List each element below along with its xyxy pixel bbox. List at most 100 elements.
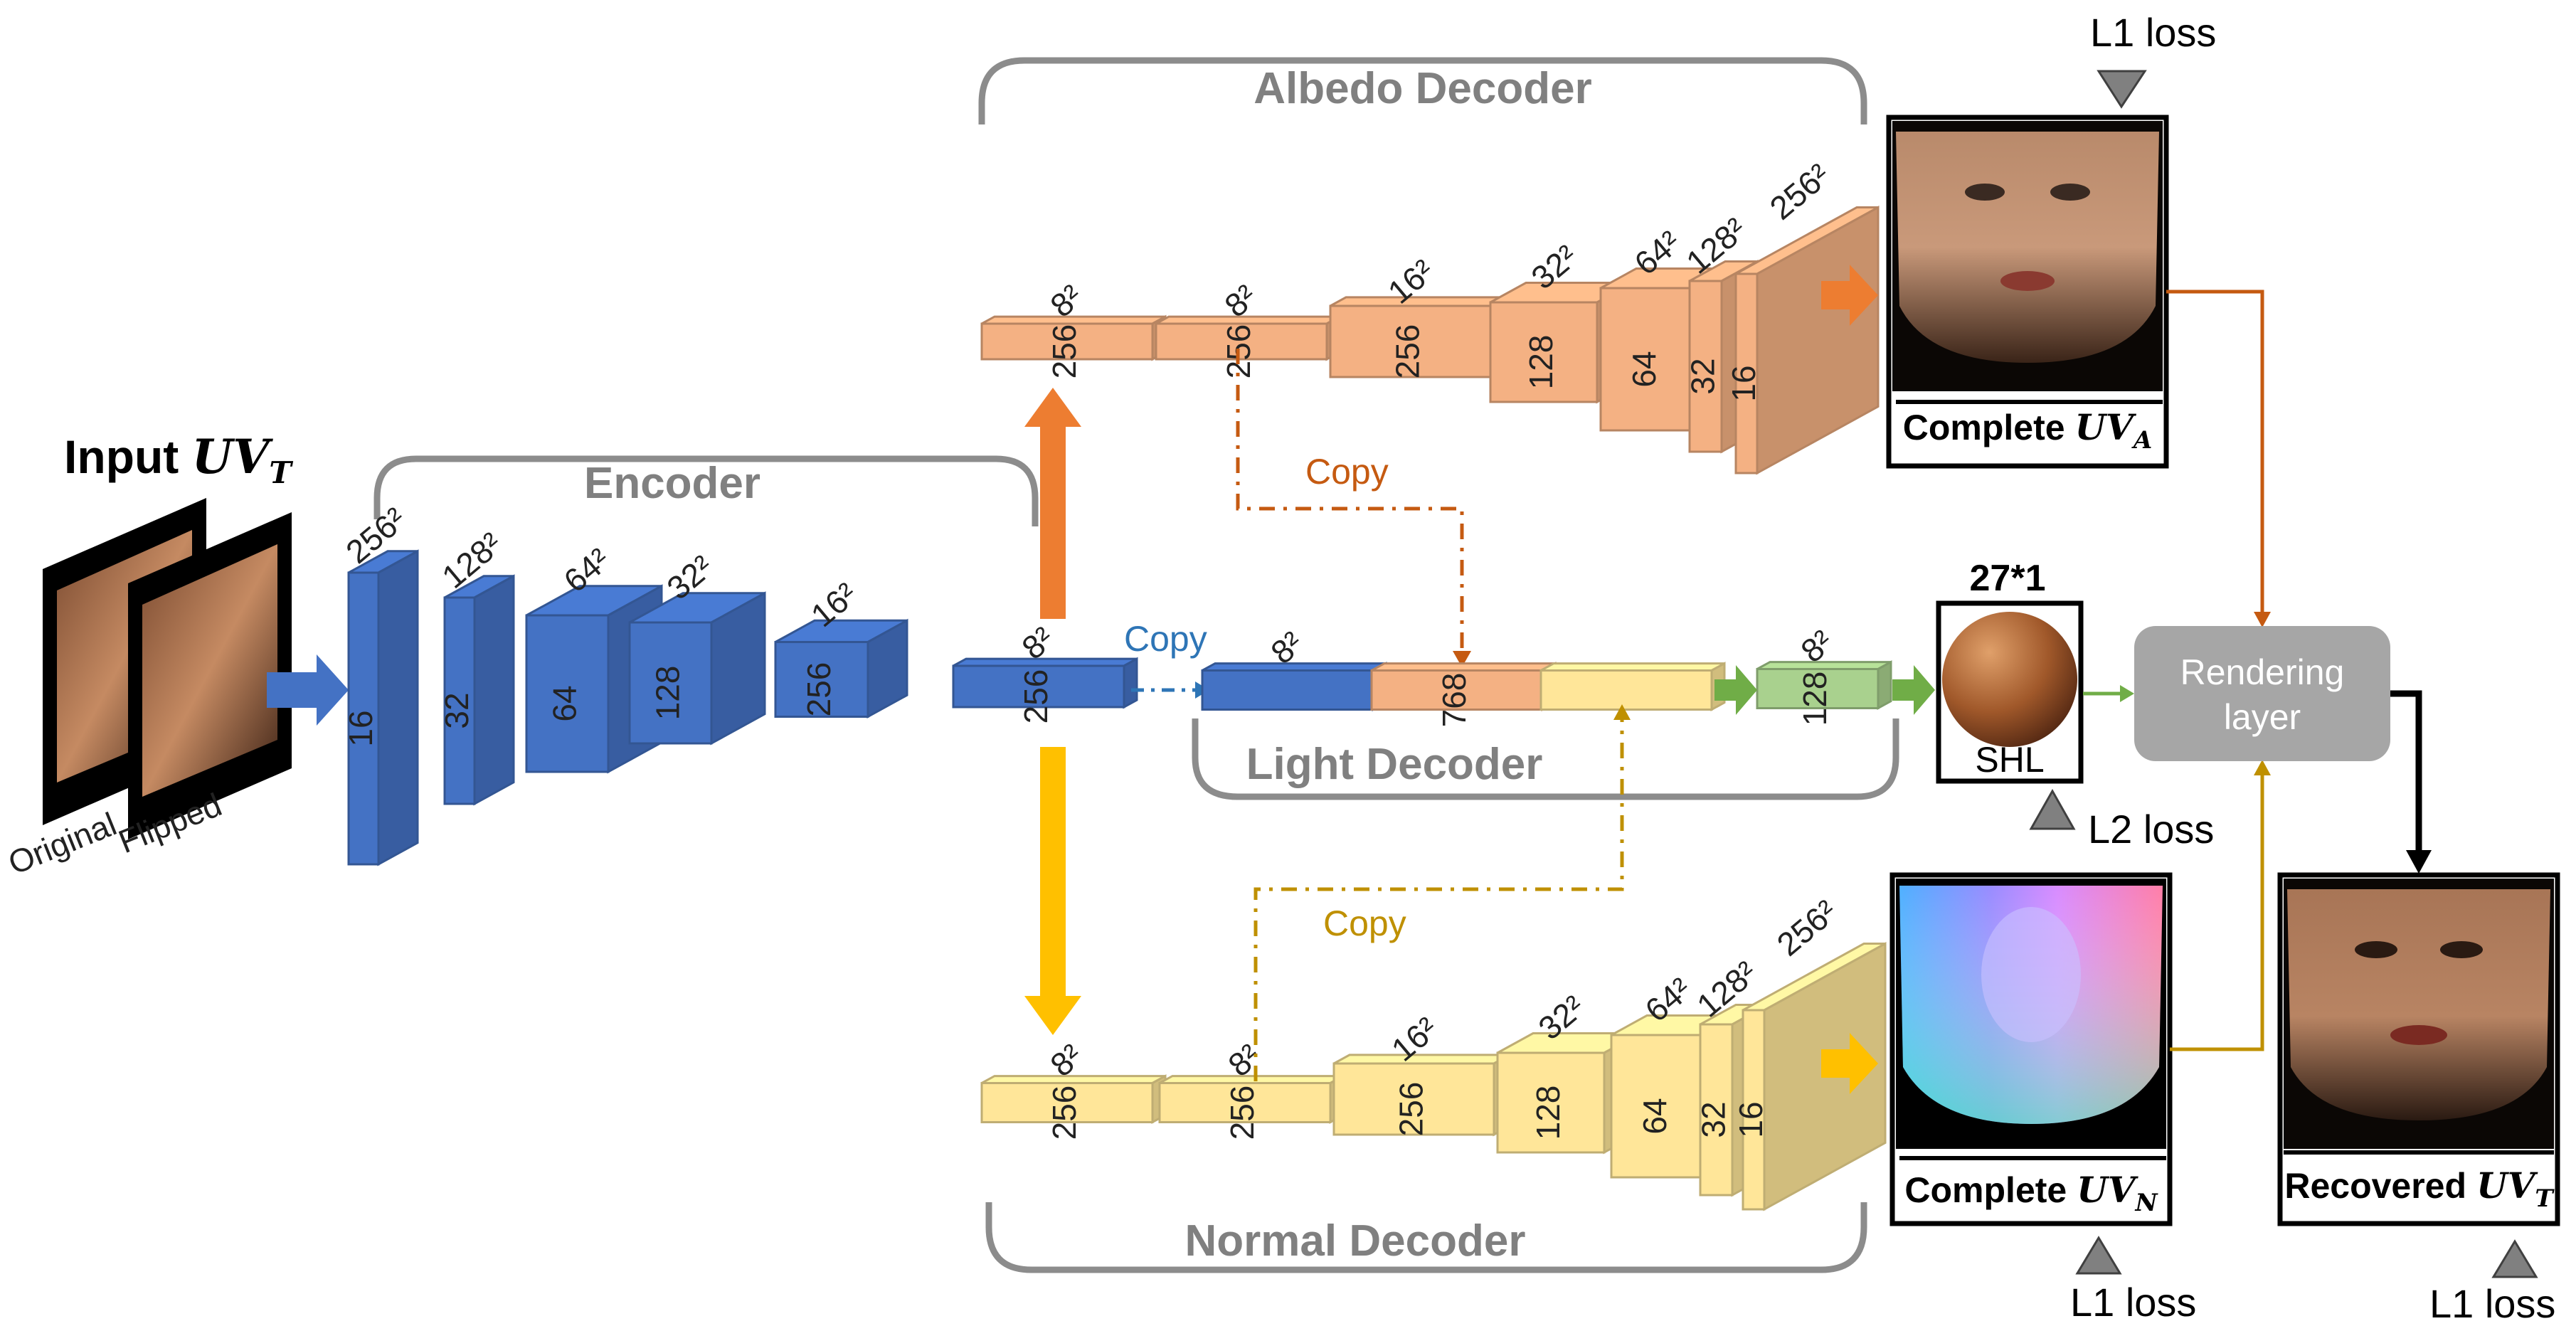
light-block-2	[1539, 662, 1726, 712]
albedo-output-label: Complete UVA	[1903, 406, 2153, 455]
albedo-channel-label: 256	[1046, 324, 1083, 379]
albedo-loss-triangle	[2097, 70, 2147, 109]
encoder-channel-label: 32	[438, 692, 475, 728]
normal-block-front	[980, 1082, 1154, 1123]
light-channel-label: 768	[1436, 673, 1473, 728]
albedo-to-rendering-line	[2166, 290, 2264, 615]
encoder-copy-label: Copy	[1124, 619, 1207, 659]
albedo-loss-label: L1 loss	[2090, 10, 2216, 55]
shl-panel: 27*1 SHL L2 loss	[1936, 558, 2214, 852]
light-block-side	[1877, 660, 1892, 711]
encoder-channel-label: 256	[800, 662, 837, 717]
recovered-output-label: Recovered UVT	[2284, 1165, 2555, 1213]
light-label: Light Decoder	[1246, 740, 1543, 789]
normal-copy-label: Copy	[1323, 903, 1406, 943]
albedo-block-front	[1155, 322, 1328, 361]
encoder-channel-label: 128	[650, 666, 687, 721]
normal-decoder-group: 2568²2568²25616²12832²6464²32128²16256² …	[980, 893, 1887, 1273]
encoder-channel-label: 64	[546, 685, 583, 721]
encoder-block-side	[377, 549, 419, 866]
light-block-1: 768	[1370, 662, 1557, 728]
light-loss-triangle	[2029, 788, 2076, 830]
input-group: Input UVT Original Flipped	[3, 429, 349, 881]
input-arrow	[267, 654, 349, 726]
normal-channel-label: 64	[1636, 1098, 1673, 1134]
normal-channel-label: 256	[1224, 1086, 1261, 1140]
input-image-flipped	[128, 512, 292, 839]
encoder-block-side	[1123, 657, 1138, 709]
normal-loss-triangle	[2075, 1236, 2122, 1275]
normal-channel-label: 256	[1393, 1082, 1430, 1137]
encoder-copy-connector: Copy	[1124, 619, 1209, 699]
light-block-front	[1539, 669, 1713, 711]
encoder-block-side	[473, 574, 515, 806]
encoder-block-front	[628, 621, 713, 745]
normal-to-rendering-line	[2170, 772, 2264, 1051]
albedo-block-front	[1734, 272, 1759, 474]
albedo-block-front	[980, 322, 1154, 361]
albedo-bracket	[978, 57, 1867, 124]
light-concat-to-fc-arrow	[1714, 665, 1757, 715]
light-block-0: 8²	[1201, 624, 1387, 712]
encoder-channel-label: 16	[342, 710, 379, 746]
albedo-output-panel: Complete UVA L1 loss	[1886, 10, 2216, 469]
rendering-layer: Rendering layer	[2134, 626, 2390, 761]
light-channel-label: 128	[1796, 672, 1833, 726]
encoder-block-front	[525, 614, 610, 773]
encoder-label: Encoder	[584, 459, 760, 508]
albedo-label: Albedo Decoder	[1253, 64, 1591, 113]
normal-output-arrow	[1821, 1033, 1878, 1094]
encoder-to-normal-arrow	[1024, 747, 1081, 1035]
recovered-output-panel: Recovered UVT L1 loss	[2277, 872, 2560, 1326]
normal-block-front	[1158, 1082, 1332, 1123]
rendering-label-line2: layer	[2224, 697, 2301, 737]
albedo-face-image	[1896, 132, 2159, 363]
normal-output-panel: Complete UVN L1 loss	[1889, 872, 2196, 1325]
albedo-block-front	[1489, 301, 1599, 403]
normal-channel-label: 256	[1046, 1086, 1083, 1140]
rendering-to-output-line	[2390, 690, 2422, 854]
light-block-front	[1201, 669, 1374, 711]
recovered-face-image	[2287, 889, 2550, 1120]
encoder-block-front	[952, 664, 1125, 709]
shl-sphere	[1942, 612, 2077, 747]
albedo-channel-label: 128	[1522, 335, 1559, 390]
albedo-decoder-group: Albedo Decoder 2568²2568²25616²12832²646…	[978, 57, 1880, 475]
encoder-to-albedo-arrow	[1024, 388, 1081, 619]
normal-block-front	[1742, 1009, 1766, 1211]
recovered-loss-triangle	[2491, 1239, 2538, 1278]
normal-output-label: Complete UVN	[1904, 1169, 2158, 1217]
normal-loss-label: L1 loss	[2070, 1280, 2196, 1325]
encoder-block-front	[774, 641, 869, 718]
encoder-block-front	[347, 571, 380, 866]
encoder-bracket	[373, 455, 1039, 526]
encoder-block-front	[443, 596, 476, 805]
albedo-output-arrow	[1821, 265, 1878, 326]
recovered-loss-label: L1 loss	[2429, 1281, 2555, 1326]
normal-size-label: 256²	[1770, 893, 1844, 963]
rendering-label-line1: Rendering	[2180, 652, 2345, 692]
shl-label: SHL	[1975, 740, 2044, 780]
light-block-front	[1756, 668, 1880, 709]
albedo-channel-label: 16	[1725, 365, 1762, 401]
shl-size-label: 27*1	[1970, 558, 2046, 599]
normal-channel-label: 32	[1695, 1101, 1732, 1137]
encoder-group: Encoder 16256²32128²6464²12832²25616²256…	[339, 455, 1138, 866]
encoder-channel-label: 256	[1017, 669, 1054, 724]
